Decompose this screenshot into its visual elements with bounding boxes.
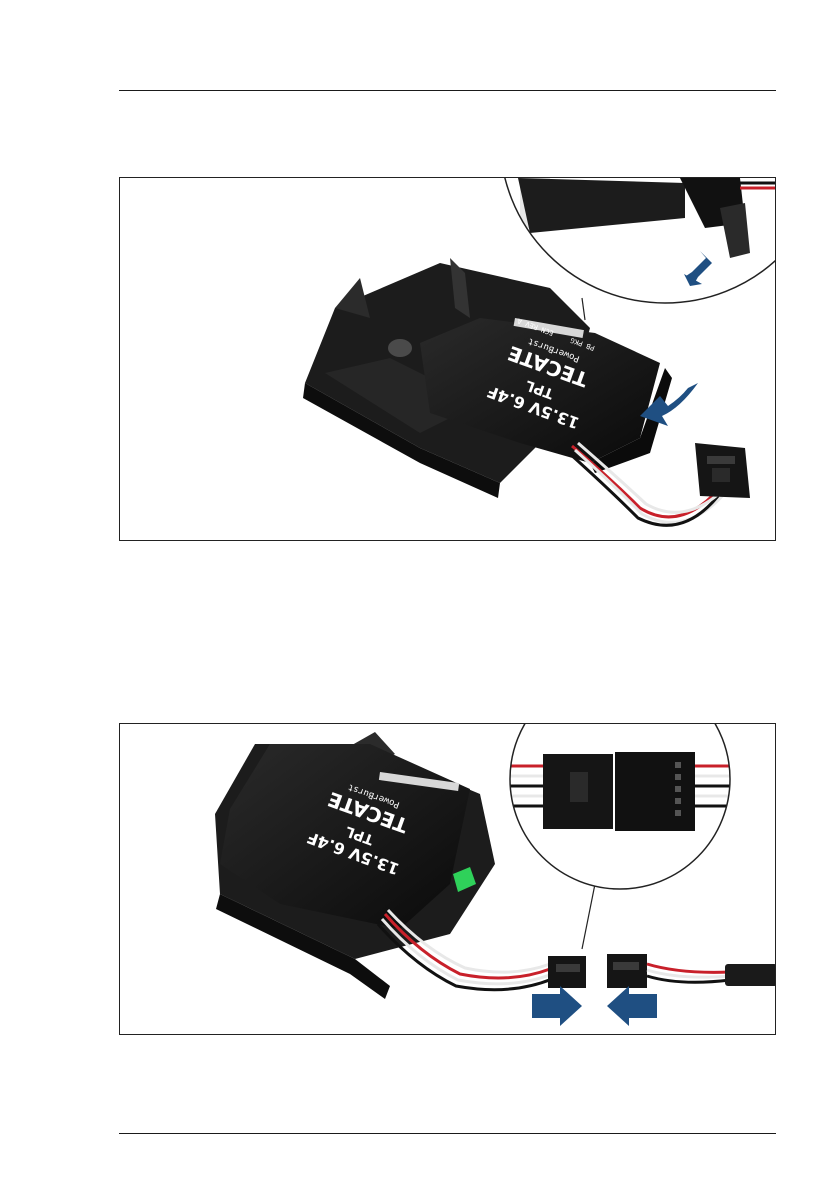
- figure-battery-connection: 13.5V 6.4F TPL TECATE PowerBurst: [119, 723, 776, 1035]
- figure-battery-removal-illustration: 13.5V 6.4F TPL TECATE PowerBurst PB PKG …: [120, 178, 776, 541]
- right-arrow-icon: [532, 986, 582, 1026]
- detail-callout-line: [582, 884, 595, 949]
- header-rule: [119, 90, 776, 91]
- board-cable: [647, 964, 730, 982]
- board-cable-connector: [607, 954, 647, 988]
- figure-battery-removal: 13.5V 6.4F TPL TECATE PowerBurst PB PKG …: [119, 177, 776, 541]
- battery-connector: [548, 956, 586, 988]
- figure-battery-connection-illustration: 13.5V 6.4F TPL TECATE PowerBurst: [120, 724, 776, 1035]
- cable-connector: [695, 443, 750, 498]
- detail-zoom-view: [500, 178, 776, 303]
- left-arrow-icon: [607, 986, 657, 1026]
- cable-sleeve: [725, 964, 776, 986]
- detail-callout-line: [582, 298, 585, 320]
- detail-zoom-view: [500, 724, 740, 889]
- footer-rule: [119, 1133, 776, 1134]
